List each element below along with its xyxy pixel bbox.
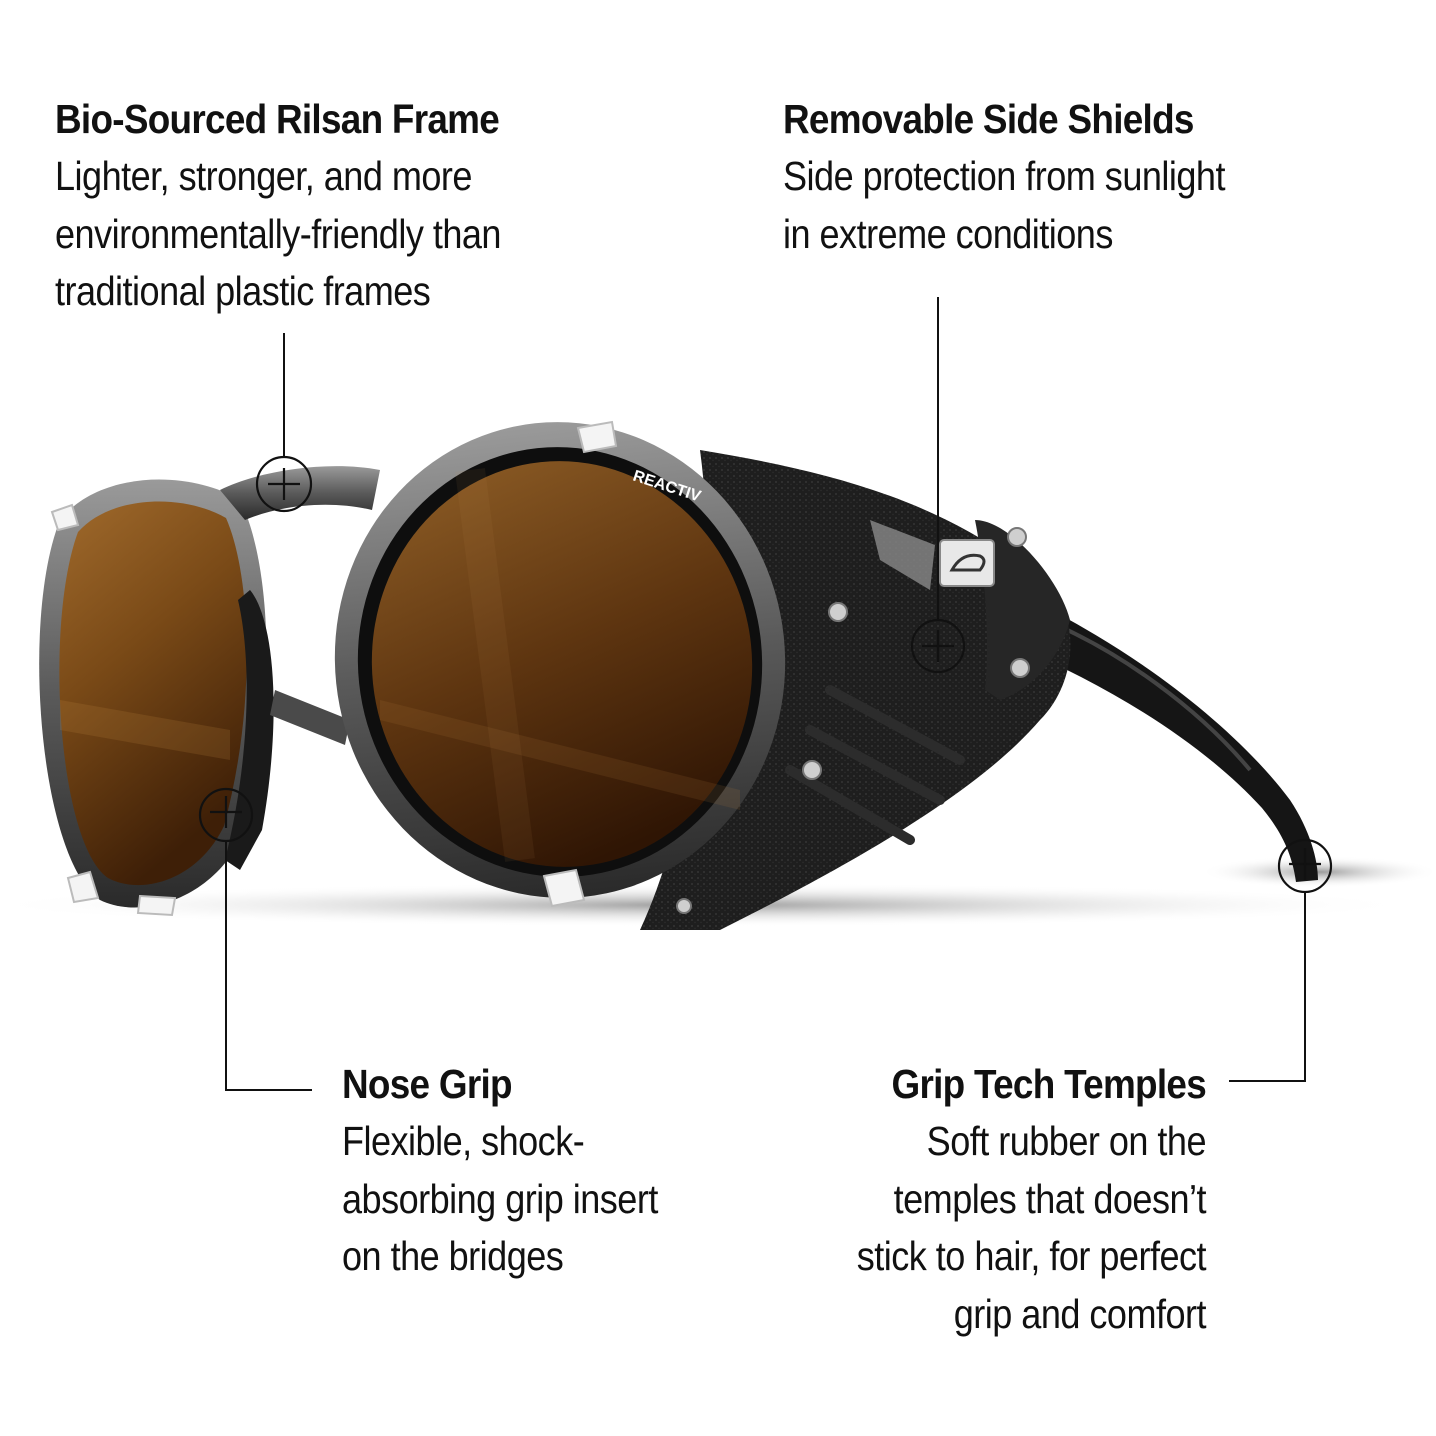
description-line: temples that doesn’t bbox=[893, 1175, 1207, 1222]
feature-frame-description: Lighter, stronger, and more environmenta… bbox=[55, 148, 583, 321]
temple-arm bbox=[1000, 590, 1318, 882]
feature-nose-grip-title: Nose Grip bbox=[342, 1061, 513, 1107]
hinge-logo bbox=[939, 539, 995, 587]
temples-marker-icon[interactable] bbox=[1277, 838, 1333, 894]
description-line: traditional plastic frames bbox=[55, 268, 431, 314]
nose-marker-icon[interactable] bbox=[198, 787, 254, 843]
feature-grip-tech-temples-title: Grip Tech Temples bbox=[891, 1061, 1207, 1107]
feature-side-shields-title: Removable Side Shields bbox=[783, 96, 1194, 142]
feature-nose-grip-description: Flexible, shock- absorbing grip insert o… bbox=[342, 1113, 747, 1286]
description-line: Soft rubber on the bbox=[926, 1118, 1207, 1164]
feature-grip-tech-temples: Grip Tech Temples Soft rubber on the tem… bbox=[700, 1055, 1207, 1343]
rivets bbox=[676, 527, 1030, 914]
description-line: Flexible, shock- bbox=[342, 1118, 585, 1164]
feature-frame-title: Bio-Sourced Rilsan Frame bbox=[55, 96, 500, 142]
description-line: Side protection from sunlight bbox=[783, 153, 1225, 199]
feature-nose-grip: Nose Grip Flexible, shock- absorbing gri… bbox=[342, 1055, 802, 1286]
embossed-logo bbox=[785, 685, 965, 845]
left-lens bbox=[59, 501, 247, 886]
description-line: Lighter, stronger, and more bbox=[55, 153, 472, 199]
frame-marker-icon[interactable] bbox=[255, 455, 313, 513]
description-line: grip and comfort bbox=[953, 1290, 1207, 1337]
description-line: absorbing grip insert bbox=[342, 1175, 658, 1222]
feature-side-shields: Removable Side Shields Side protection f… bbox=[783, 90, 1403, 263]
description-line: stick to hair, for perfect bbox=[856, 1233, 1207, 1279]
bridge bbox=[220, 466, 380, 520]
feature-grip-tech-temples-description: Soft rubber on the temples that doesn’t … bbox=[761, 1113, 1207, 1343]
shields-marker-icon[interactable] bbox=[910, 618, 966, 674]
nose-grip bbox=[225, 590, 274, 870]
clips bbox=[50, 420, 618, 917]
feature-frame: Bio-Sourced Rilsan Frame Lighter, strong… bbox=[55, 90, 655, 321]
feature-side-shields-description: Side protection from sunlight in extreme… bbox=[783, 148, 1329, 263]
description-line: on the bridges bbox=[342, 1233, 564, 1279]
description-line: in extreme conditions bbox=[783, 210, 1113, 257]
description-line: environmentally-friendly than bbox=[55, 210, 501, 257]
right-lens bbox=[371, 461, 753, 867]
